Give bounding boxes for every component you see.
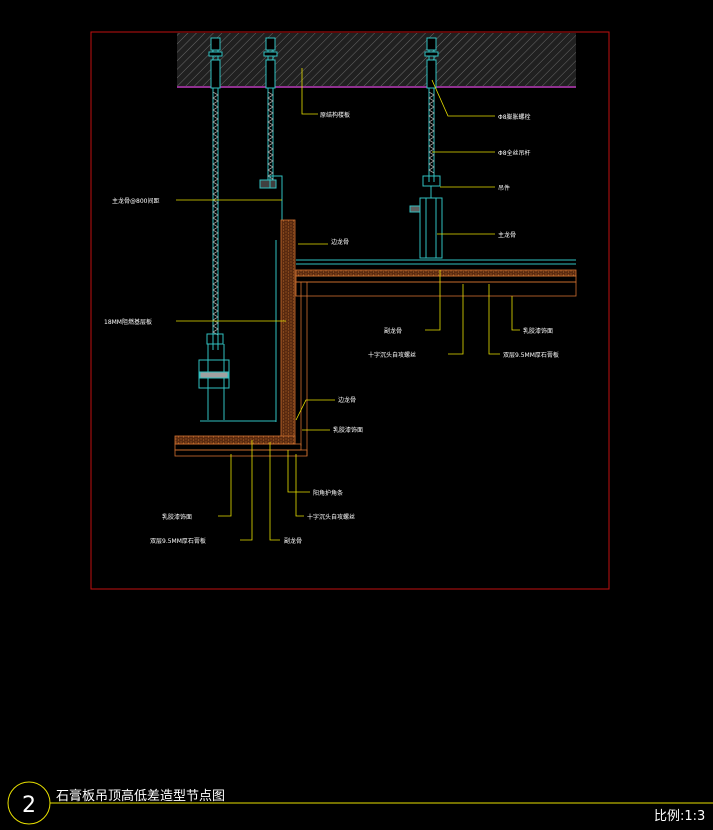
label-board-18mm: 18MM阻燃基层板: [104, 318, 152, 326]
hanger-lower-left: [198, 333, 230, 420]
label-main-keel-spacing: 主龙骨@800间距: [112, 197, 159, 205]
drawing-scale: 比例:1:3: [654, 809, 705, 824]
title-block: 2 石膏板吊顶高低差造型节点图 比例:1:3: [7, 781, 713, 825]
hanger-upper-middle: [259, 175, 283, 240]
label-paint-lower-left: 乳胶漆饰面: [162, 513, 192, 521]
label-gypsum-upper: 双层9.5MM厚石膏板: [503, 351, 559, 359]
label-sub-keel-upper: 副龙骨: [384, 327, 402, 335]
drawing-number: 2: [22, 793, 36, 818]
label-paint-upper: 乳胶漆饰面: [523, 327, 553, 335]
hanger-upper-right: [409, 175, 443, 259]
label-paint-lower-right: 乳胶漆饰面: [333, 426, 363, 434]
drawing-title: 石膏板吊顶高低差造型节点图: [56, 788, 225, 804]
label-sub-keel-lower: 副龙骨: [284, 537, 302, 545]
label-concrete-slab: 原结构楼板: [320, 111, 350, 119]
label-hanger: 吊件: [498, 184, 510, 192]
label-side-keel-lower: 边龙骨: [338, 396, 356, 404]
label-main-keel: 主龙骨: [498, 231, 516, 239]
vertical-drop: [275, 219, 308, 456]
label-gypsum-lower: 双层9.5MM厚石膏板: [150, 537, 206, 545]
concrete-slab: [177, 33, 576, 88]
label-hanger-rod: Φ8全丝吊杆: [498, 149, 531, 157]
drawing-frame: [90, 31, 610, 590]
label-screw-upper: 十字沉头自攻螺丝: [368, 351, 416, 359]
label-screw-lower: 十字沉头自攻螺丝: [307, 513, 355, 521]
upper-ceiling: [295, 259, 577, 297]
rod-threads: [212, 91, 435, 336]
leader-lines: [176, 68, 520, 541]
lower-ceiling: [174, 420, 308, 457]
label-side-keel-upper: 边龙骨: [331, 238, 349, 246]
label-expansion-bolt: Φ8膨胀螺栓: [498, 113, 531, 121]
label-corner-bead: 阳角护角条: [313, 489, 343, 497]
